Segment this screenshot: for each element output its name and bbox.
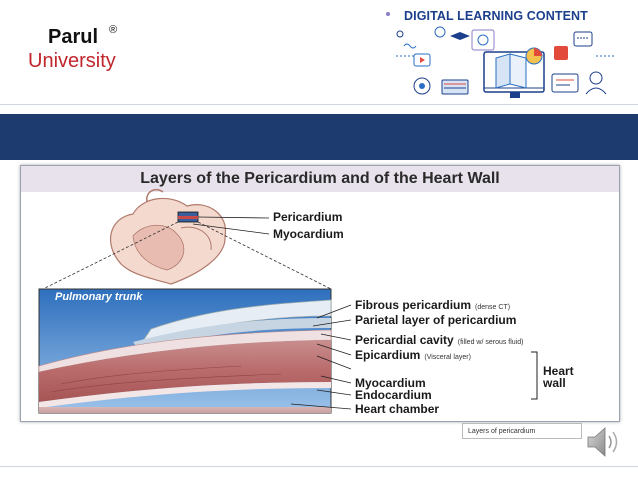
label-pericardial-cavity: Pericardial cavity (filled w/ serous flui…	[355, 333, 523, 347]
brand-title: DIGITAL LEARNING CONTENT	[404, 9, 588, 23]
label-pericardium: Pericardium	[273, 210, 342, 224]
cross-section-panel	[39, 289, 331, 413]
header-divider	[0, 104, 638, 105]
speaker-icon[interactable]	[582, 422, 622, 462]
label-cavity-text: Pericardial cavity	[355, 333, 454, 347]
label-heart-chamber: Heart chamber	[355, 402, 439, 416]
label-pulmonary-trunk: Pulmonary trunk	[55, 292, 165, 303]
label-epicardium-text: Epicardium	[355, 348, 420, 362]
digital-learning-illustration	[392, 26, 632, 104]
label-cavity-note: (filled w/ serous fluid)	[458, 339, 524, 346]
label-parietal-layer: Parietal layer of pericardium	[355, 313, 516, 327]
label-myocardium-top: Myocardium	[273, 227, 344, 241]
label-fibrous-pericardium: Fibrous pericardium (dense CT)	[355, 298, 510, 312]
label-endocardium: Endocardium	[355, 388, 432, 402]
footer-divider	[0, 466, 638, 467]
image-caption: Layers of pericardium	[462, 423, 582, 439]
label-epicardium-note: (Visceral layer)	[424, 354, 471, 361]
pericardium-diagram: Layers of the Pericardium and of the Hea…	[20, 165, 620, 422]
title-band	[0, 114, 638, 160]
logo-university-text: University	[28, 50, 116, 73]
label-fibrous-text: Fibrous pericardium	[355, 298, 471, 312]
logo-parul-text: Parul	[48, 26, 98, 49]
heart-illustration	[111, 190, 226, 284]
label-heart-wall: Heart wall	[543, 365, 587, 389]
university-logo: Parul ® University	[28, 24, 138, 80]
logo-registered-mark: ®	[109, 24, 117, 36]
label-epicardium: Epicardium (Visceral layer)	[355, 348, 471, 362]
brand-dot	[386, 12, 390, 16]
label-fibrous-note: (dense CT)	[475, 304, 510, 311]
